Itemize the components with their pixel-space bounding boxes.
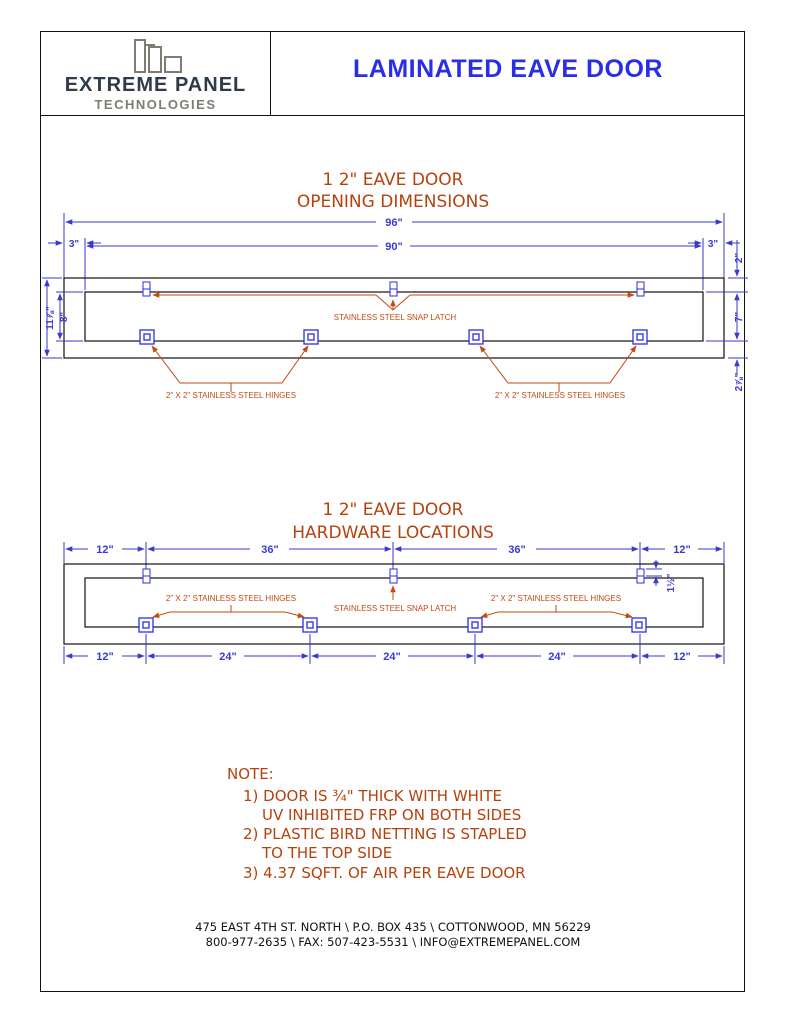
drawing-sheet-border	[40, 31, 745, 992]
hw-bottom-dim-1: 12"	[96, 651, 113, 663]
dim-left-inner-label: 8"	[59, 312, 70, 323]
latch-leaders-opening	[152, 292, 635, 311]
hinges-label-hardware-left: 2" X 2" STAINLESS STEEL HINGES	[166, 594, 296, 603]
dim-96-label: 96"	[385, 217, 402, 229]
title-block: EXTREME PANEL TECHNOLOGIES LAMINATED EAV…	[40, 31, 745, 116]
dimension-96	[63, 213, 725, 278]
hinge-box	[303, 329, 319, 345]
hardware-door-outer	[63, 563, 725, 645]
hinge-box	[631, 617, 647, 633]
note-line-1: 1) DOOR IS ¾" THICK WITH WHITE	[243, 787, 502, 805]
note-line-4: TO THE TOP SIDE	[261, 844, 392, 862]
hinge-box	[632, 329, 648, 345]
hw-bottom-dim-5: 12"	[673, 651, 690, 663]
hinges-label-opening-right: 2" X 2" STAINLESS STEEL HINGES	[495, 391, 625, 400]
hardware-top-dimension-chain	[63, 542, 725, 570]
dim-3-right-label: 3"	[708, 239, 719, 250]
latch-label-hardware: STAINLESS STEEL SNAP LATCH	[334, 604, 457, 613]
hinge-box	[138, 617, 154, 633]
hw-bottom-dim-4: 24"	[548, 651, 565, 663]
hardware-title-line2: HARDWARE LOCATIONS	[292, 523, 494, 543]
hw-top-dim-3: 36"	[508, 544, 525, 556]
hardware-right-dimension	[646, 560, 662, 586]
hw-top-dim-2: 36"	[261, 544, 278, 556]
dim-right-7-label: 7"	[734, 312, 745, 323]
note-line-2: UV INHIBITED FRP ON BOTH SIDES	[262, 806, 521, 824]
footer-address: 475 EAST 4TH ST. NORTH \ P.O. BOX 435 \ …	[195, 920, 591, 934]
company-subname: TECHNOLOGIES	[94, 97, 217, 112]
dim-3-left-label: 3"	[69, 239, 80, 250]
hw-dim-right-label: 1½"	[666, 573, 677, 592]
hinge-group-hardware	[138, 617, 647, 633]
document-title: LAMINATED EAVE DOOR	[353, 55, 663, 83]
hinge-group-opening	[139, 329, 648, 345]
dimension-left-vertical	[42, 277, 83, 359]
latch-label-opening: STAINLESS STEEL SNAP LATCH	[334, 313, 457, 322]
opening-door-outer	[63, 277, 725, 359]
panel-logo-icon	[134, 39, 182, 73]
hinge-box	[302, 617, 318, 633]
dim-90-label: 90"	[385, 241, 402, 253]
hinges-label-opening-left: 2" X 2" STAINLESS STEEL HINGES	[166, 391, 296, 400]
hardware-title-line1: 1 2" EAVE DOOR	[323, 500, 464, 520]
snap-latch-group-opening	[142, 281, 645, 297]
hinge-leaders-opening	[151, 345, 637, 392]
note-heading: NOTE:	[227, 765, 274, 783]
dimension-90	[84, 238, 704, 290]
dim-right-bottom-label: 2⅞"	[734, 372, 745, 391]
snap-latch-group-hardware	[142, 568, 645, 584]
note-line-5: 3) 4.37 SQFT. OF AIR PER EAVE DOOR	[243, 864, 526, 882]
hinges-label-hardware-right: 2" X 2" STAINLESS STEEL HINGES	[491, 594, 621, 603]
dimension-right-vertical	[706, 240, 748, 375]
hw-bottom-dim-2: 24"	[219, 651, 236, 663]
company-name: EXTREME PANEL	[64, 74, 247, 96]
hw-top-dim-1: 12"	[96, 544, 113, 556]
note-line-3: 2) PLASTIC BIRD NETTING IS STAPLED	[243, 825, 527, 843]
dim-left-outer-label: 11⅞"	[45, 306, 56, 330]
hinge-leaders-hardware	[152, 605, 633, 619]
footer-contact: 800-977-2635 \ FAX: 507-423-5531 \ INFO@…	[205, 935, 581, 949]
hw-top-dim-4: 12"	[673, 544, 690, 556]
hinge-box	[468, 329, 484, 345]
hinge-box	[467, 617, 483, 633]
hardware-bottom-dimension-chain	[63, 634, 725, 664]
dim-right-2-label: 2"	[734, 253, 745, 264]
opening-title-line1: 1 2" EAVE DOOR	[323, 170, 464, 190]
hinge-box	[139, 329, 155, 345]
opening-title-line2: OPENING DIMENSIONS	[297, 192, 489, 212]
hw-bottom-dim-3: 24"	[383, 651, 400, 663]
company-logo: EXTREME PANEL TECHNOLOGIES	[40, 31, 271, 116]
